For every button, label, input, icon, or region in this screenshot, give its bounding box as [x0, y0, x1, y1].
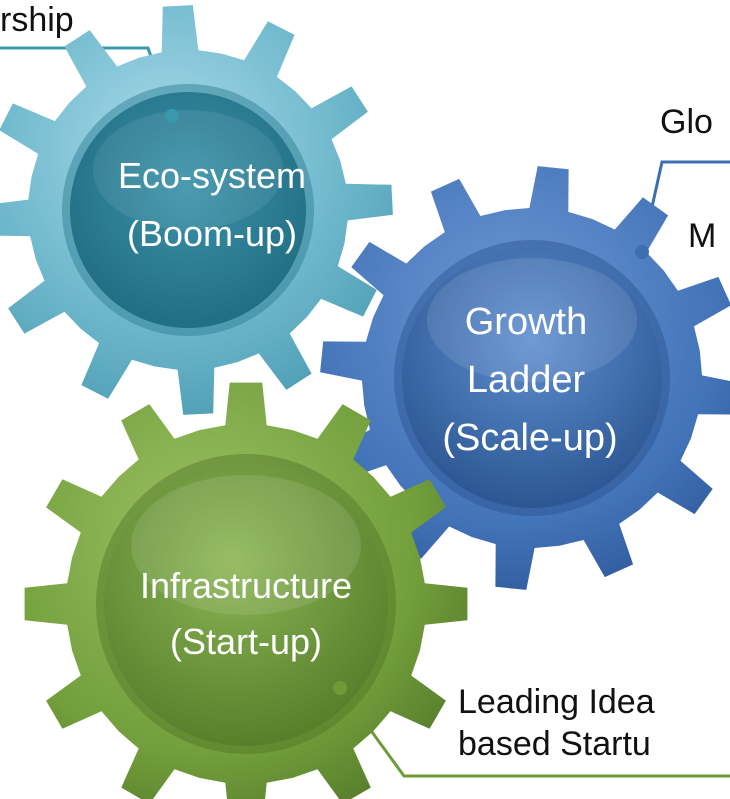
- growth-gear: Growth Ladder (Scale-up): [320, 166, 730, 590]
- infra-gear: Infrastructure (Start-up): [24, 382, 468, 799]
- callout-bottom-line2: based Startu: [458, 725, 651, 763]
- eco-subtitle: (Boom-up): [127, 213, 297, 254]
- infra-subtitle: (Start-up): [170, 621, 322, 662]
- eco-title: Eco-system: [118, 155, 306, 196]
- growth-line1: Growth: [465, 301, 587, 343]
- callout-right-top: Glo: [660, 103, 713, 141]
- eco-connector-dot: [165, 109, 179, 123]
- callout-right-mid: M: [688, 217, 717, 255]
- growth-connector-dot: [635, 245, 649, 259]
- eco-gear: Eco-system (Boom-up): [0, 5, 393, 415]
- infra-connector-dot: [333, 681, 347, 695]
- growth-line2: Ladder: [467, 359, 586, 401]
- callout-top-left: rship: [0, 1, 74, 39]
- growth-line3: (Scale-up): [442, 417, 617, 459]
- infra-title: Infrastructure: [140, 565, 352, 606]
- callout-bottom-line1: Leading Idea: [458, 683, 655, 721]
